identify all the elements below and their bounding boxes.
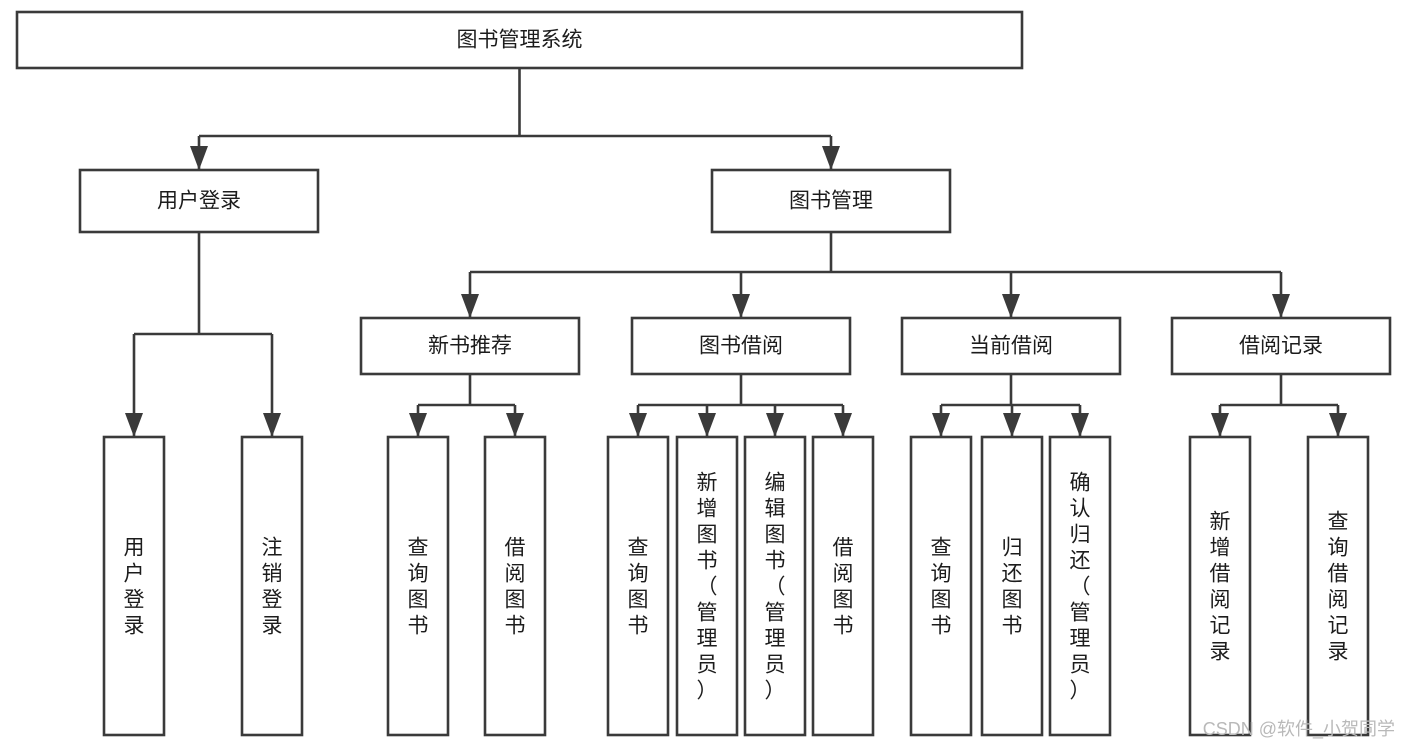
connector-arrowhead [834,413,852,437]
connector-arrowhead [1002,294,1020,318]
connector-arrowhead [1003,413,1021,437]
connector-layer [125,68,1347,437]
node-label: 新增图书（管理员） [697,471,718,702]
connector-arrowhead [822,146,840,170]
node-leaf-新增图书管理员[interactable]: 新增图书（管理员） [675,435,739,737]
node-label: 用户登录 [124,536,145,637]
node-box [78,168,320,234]
node-label: 新增借阅记录 [1210,510,1231,663]
node-box [675,435,739,737]
connector-arrowhead [1272,294,1290,318]
connector-arrowhead [732,294,750,318]
connector-arrowhead [1211,413,1229,437]
node-box [240,435,304,737]
connector-arrowhead [409,413,427,437]
connector-arrowhead [766,413,784,437]
node-box [359,316,581,376]
connector-arrowhead [1329,413,1347,437]
node-box [1048,435,1112,737]
connector-arrowhead [506,413,524,437]
connector-arrowhead [461,294,479,318]
node-level3-当前借阅[interactable]: 当前借阅 [900,316,1122,376]
connector-arrowhead [125,413,143,437]
node-box [483,435,547,737]
node-leaf-归还图书[interactable]: 归还图书 [980,435,1044,737]
node-box [743,435,807,737]
connector-arrowhead [1071,413,1089,437]
node-leaf-新增借阅记录[interactable]: 新增借阅记录 [1188,435,1252,737]
node-box [102,435,166,737]
node-label: 注销登录 [262,536,283,637]
node-leaf-编辑图书管理员[interactable]: 编辑图书（管理员） [743,435,807,737]
node-level3-借阅记录[interactable]: 借阅记录 [1170,316,1392,376]
node-leaf-确认归还管理员[interactable]: 确认归还（管理员） [1048,435,1112,737]
connector-arrowhead [932,413,950,437]
node-box [909,435,973,737]
node-label: 图书管理 [789,190,873,213]
node-label: 查询图书 [408,536,429,637]
node-label: 借阅记录 [1239,335,1323,358]
node-box [980,435,1044,737]
node-label: 归还图书 [1002,536,1023,637]
node-label: 当前借阅 [969,335,1053,358]
node-box [710,168,952,234]
node-box [386,435,450,737]
node-leaf-查询借阅记录[interactable]: 查询借阅记录 [1306,435,1370,737]
node-label: 用户登录 [157,190,241,213]
node-label: 借阅图书 [505,536,526,637]
connector-arrowhead [629,413,647,437]
node-box [1170,316,1392,376]
node-leaf-查询图书[interactable]: 查询图书 [909,435,973,737]
node-leaf-用户登录[interactable]: 用户登录 [102,435,166,737]
node-leaf-查询图书[interactable]: 查询图书 [386,435,450,737]
node-leaf-查询图书[interactable]: 查询图书 [606,435,670,737]
node-box [630,316,852,376]
node-level2-用户登录[interactable]: 用户登录 [78,168,320,234]
node-label: 确认归还（管理员） [1070,471,1091,702]
connector-arrowhead [190,146,208,170]
node-label: 查询图书 [931,536,952,637]
node-label: 编辑图书（管理员） [765,471,786,702]
node-box [900,316,1122,376]
node-box [811,435,875,737]
node-leaf-注销登录[interactable]: 注销登录 [240,435,304,737]
node-level2-图书管理[interactable]: 图书管理 [710,168,952,234]
node-label: 查询借阅记录 [1328,510,1349,663]
node-label: 图书管理系统 [457,29,583,52]
connector-arrowhead [698,413,716,437]
node-layer: 图书管理系统用户登录图书管理新书推荐图书借阅当前借阅借阅记录用户登录注销登录查询… [15,10,1392,737]
node-label: 查询图书 [628,536,649,637]
node-level3-新书推荐[interactable]: 新书推荐 [359,316,581,376]
node-leaf-借阅图书[interactable]: 借阅图书 [483,435,547,737]
node-label: 新书推荐 [428,335,512,358]
node-label: 图书借阅 [699,335,783,358]
node-box [1306,435,1370,737]
node-box [15,10,1024,70]
node-level3-图书借阅[interactable]: 图书借阅 [630,316,852,376]
node-root-图书管理系统[interactable]: 图书管理系统 [15,10,1024,70]
node-label: 借阅图书 [833,536,854,637]
node-box [1188,435,1252,737]
node-box [606,435,670,737]
connector-arrowhead [263,413,281,437]
node-leaf-借阅图书[interactable]: 借阅图书 [811,435,875,737]
